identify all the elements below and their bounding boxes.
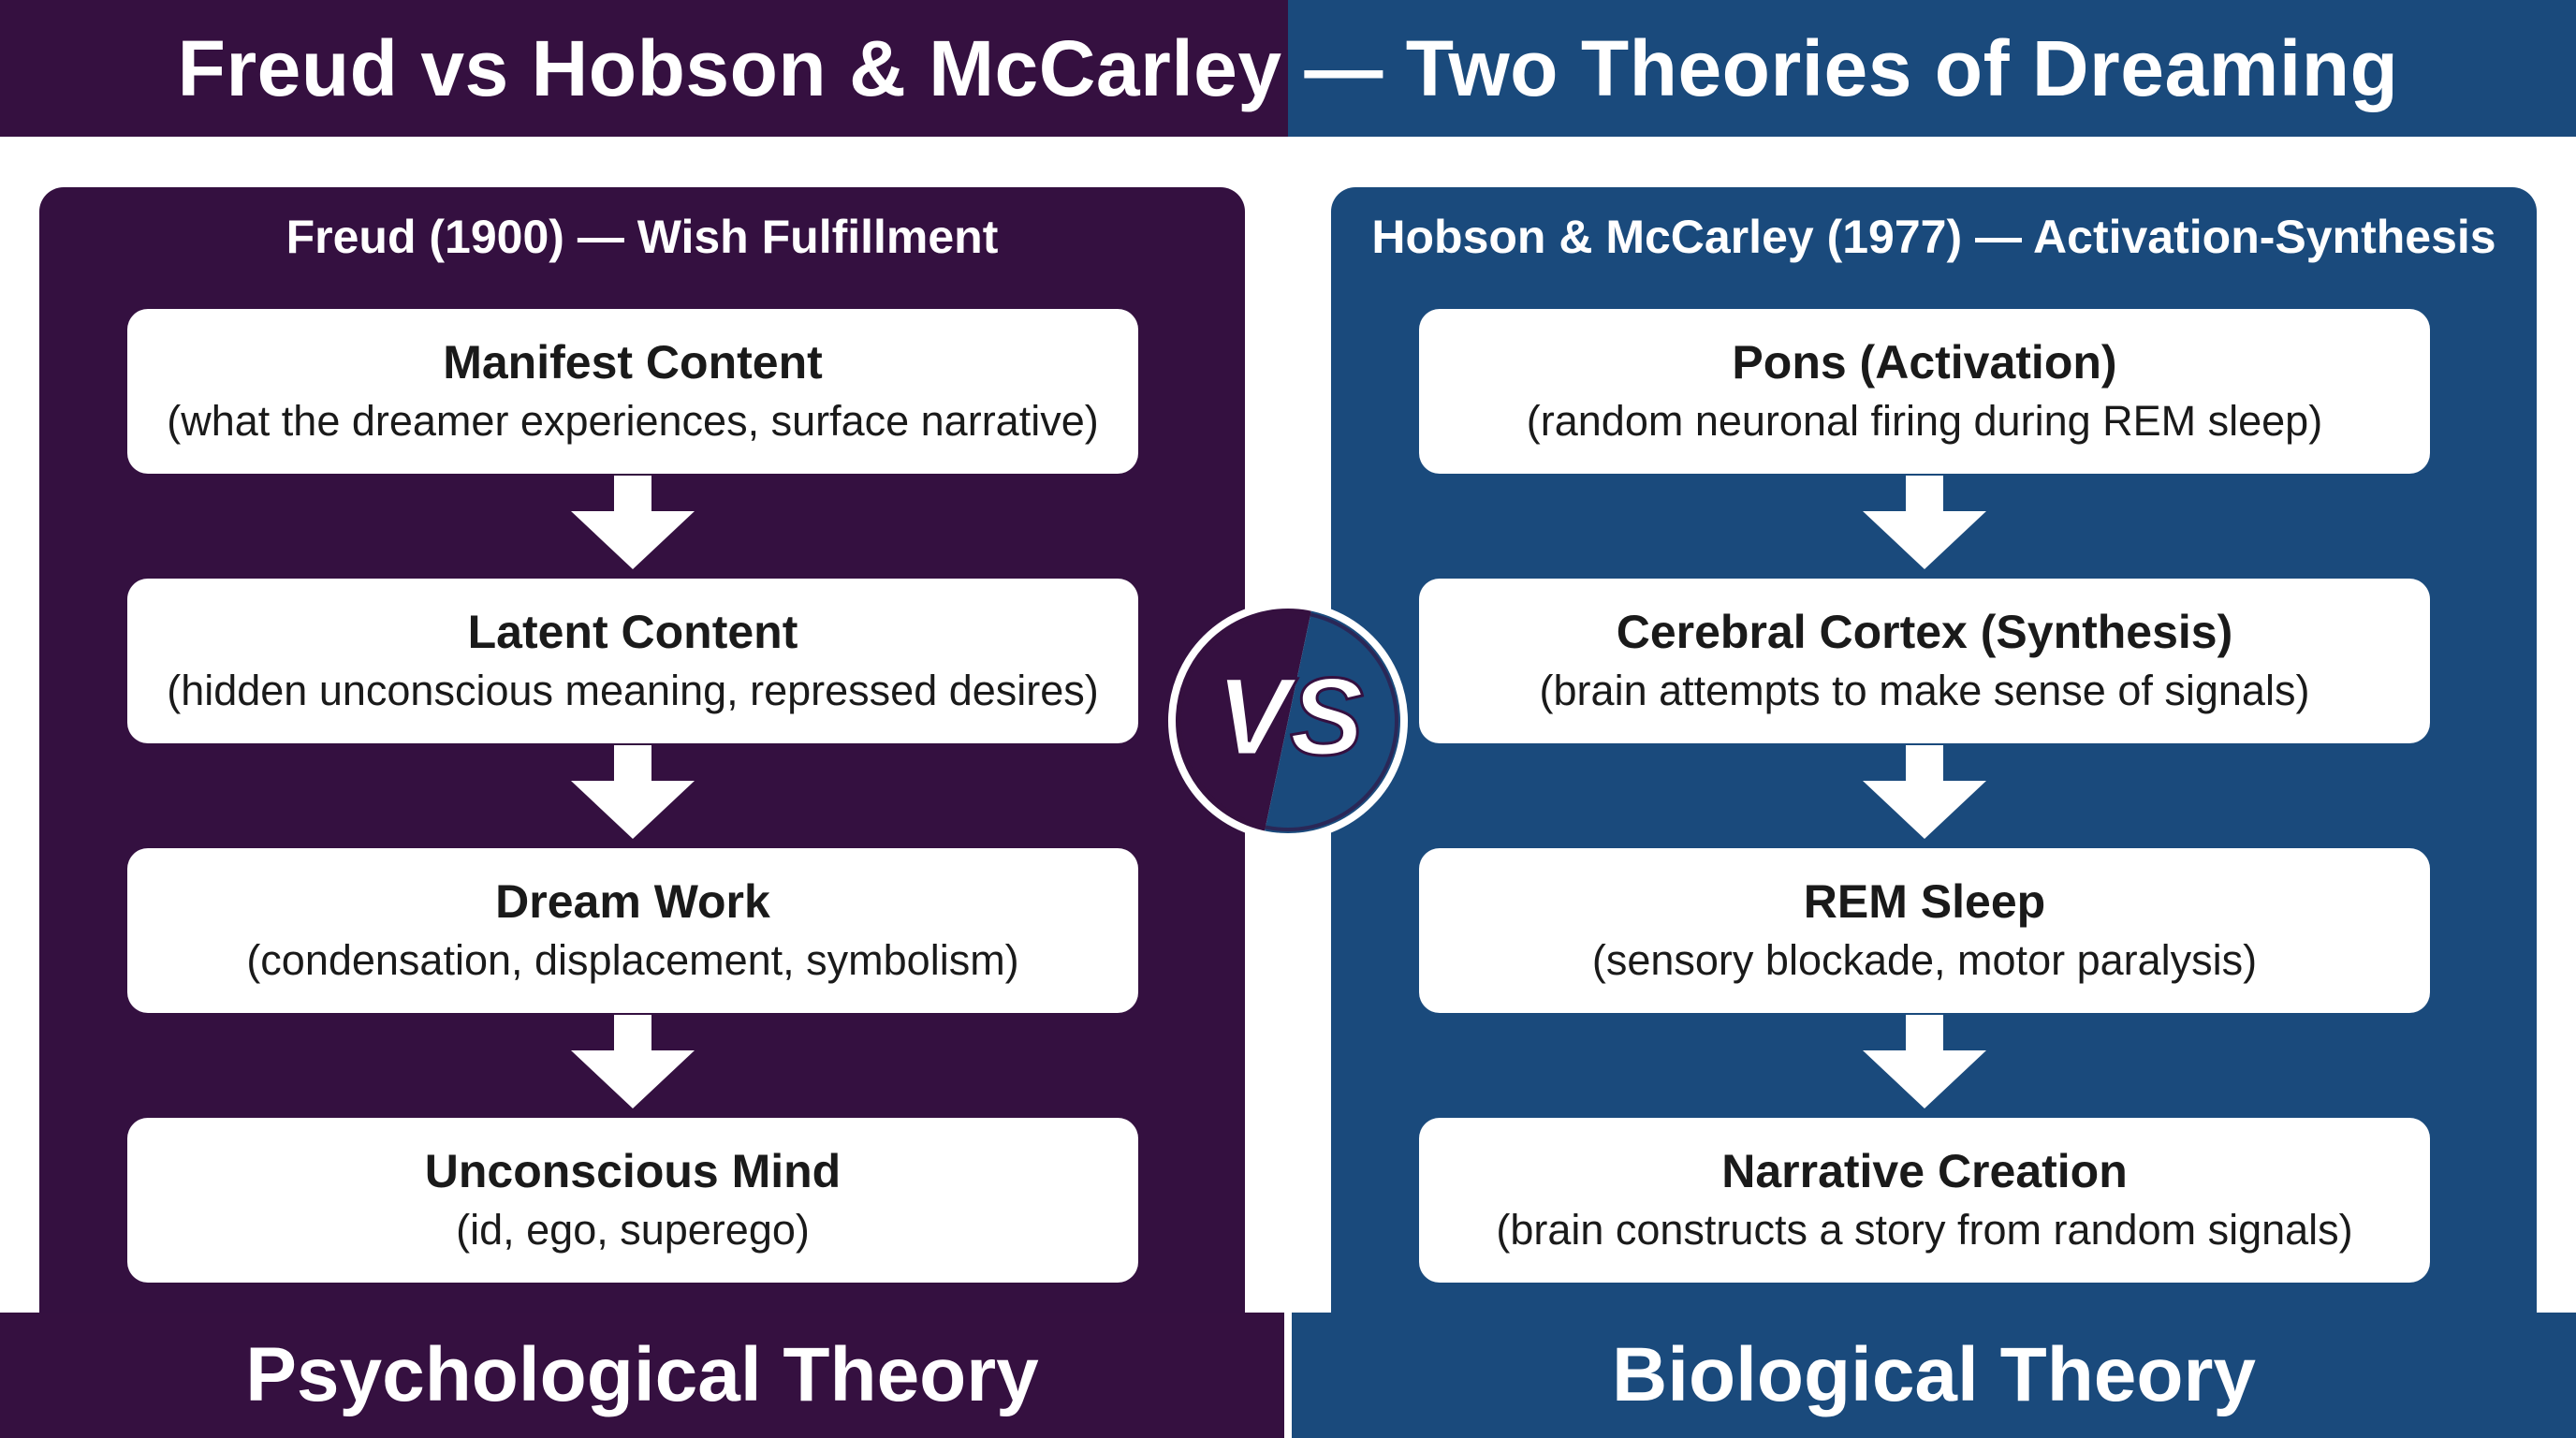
freud-panel: Freud (1900) — Wish Fulfillment Manifest… — [39, 187, 1245, 1313]
freud-step-latent-content: Latent Content (hidden unconscious meani… — [127, 579, 1138, 743]
step-subtitle: (random neuronal firing during REM sleep… — [1526, 396, 2323, 445]
freud-footer-label: Psychological Theory — [245, 1332, 1039, 1417]
step-subtitle: (brain attempts to make sense of signals… — [1539, 666, 2310, 714]
step-title: Pons (Activation) — [1732, 335, 2117, 389]
step-subtitle: (sensory blockade, motor paralysis) — [1591, 935, 2258, 984]
step-subtitle: (hidden unconscious meaning, repressed d… — [167, 666, 1099, 714]
step-subtitle: (id, ego, superego) — [456, 1205, 810, 1254]
hobson-panel: Hobson & McCarley (1977) — Activation-Sy… — [1331, 187, 2537, 1313]
step-title: REM Sleep — [1803, 874, 2046, 928]
freud-step-dream-work: Dream Work (condensation, displacement, … — [127, 848, 1138, 1013]
step-subtitle: (what the dreamer experiences, surface n… — [167, 396, 1099, 445]
freud-footer: Psychological Theory — [0, 1313, 1284, 1438]
hobson-footer: Biological Theory — [1292, 1313, 2576, 1438]
vs-badge-icon: VS — [1168, 601, 1408, 841]
header-bar: Freud vs Hobson & McCarley — Two Theorie… — [0, 0, 2576, 137]
arrow-down-icon — [571, 1015, 695, 1108]
step-title: Manifest Content — [443, 335, 823, 389]
hobson-step-rem-sleep: REM Sleep (sensory blockade, motor paral… — [1419, 848, 2430, 1013]
page-title: Freud vs Hobson & McCarley — Two Theorie… — [177, 23, 2399, 112]
hobson-panel-title: Hobson & McCarley (1977) — Activation-Sy… — [1371, 211, 2496, 263]
arrow-down-icon — [1863, 476, 1986, 569]
vs-label: VS — [1216, 655, 1363, 779]
hobson-step-cerebral-cortex: Cerebral Cortex (Synthesis) (brain attem… — [1419, 579, 2430, 743]
step-title: Dream Work — [495, 874, 770, 928]
step-title: Narrative Creation — [1721, 1144, 2128, 1197]
arrow-down-icon — [1863, 745, 1986, 839]
arrow-down-icon — [571, 476, 695, 569]
hobson-step-pons: Pons (Activation) (random neuronal firin… — [1419, 309, 2430, 474]
arrow-down-icon — [571, 745, 695, 839]
step-subtitle: (condensation, displacement, symbolism) — [246, 935, 1019, 984]
step-title: Latent Content — [467, 605, 798, 658]
hobson-footer-label: Biological Theory — [1612, 1332, 2256, 1417]
arrow-down-icon — [1863, 1015, 1986, 1108]
step-subtitle: (brain constructs a story from random si… — [1496, 1205, 2353, 1254]
step-title: Unconscious Mind — [424, 1144, 842, 1197]
freud-panel-title: Freud (1900) — Wish Fulfillment — [285, 211, 999, 263]
freud-step-unconscious-mind: Unconscious Mind (id, ego, superego) — [127, 1118, 1138, 1283]
freud-step-manifest-content: Manifest Content (what the dreamer exper… — [127, 309, 1138, 474]
step-title: Cerebral Cortex (Synthesis) — [1616, 605, 2233, 658]
hobson-step-narrative-creation: Narrative Creation (brain constructs a s… — [1419, 1118, 2430, 1283]
